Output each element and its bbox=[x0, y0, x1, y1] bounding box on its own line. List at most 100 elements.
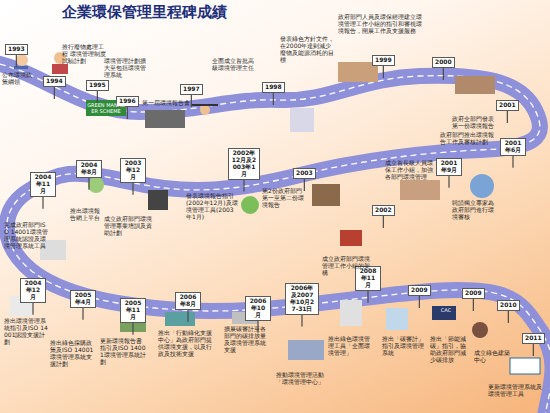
milestone-note: 政府部門推出環境報告工作及審核計劃 bbox=[440, 132, 496, 146]
milestone-note: 推出「行動綠化支援中心」為政府部門提供環境支援，以及行政及技術支援 bbox=[158, 330, 212, 358]
sign-pole bbox=[473, 299, 474, 311]
sign-pole bbox=[508, 311, 509, 323]
sign-pole bbox=[97, 91, 98, 103]
pictures bbox=[10, 52, 540, 374]
barbell bbox=[192, 104, 218, 106]
milestone-note: 發表環境報告指引(2002年12月)及環境管理工具(2003年1月) bbox=[186, 193, 238, 221]
milestone-date: 2004年12月 bbox=[23, 280, 43, 301]
sign-pole bbox=[88, 178, 89, 190]
milestone-date: 2006年8月 bbox=[178, 294, 198, 308]
milestone-note: 更新環境管理系統及環境管理工具 bbox=[488, 384, 544, 398]
milestone-note: 公布環境政策綱領 bbox=[2, 72, 36, 86]
sign-pole bbox=[42, 197, 43, 209]
milestone-date: 2009 bbox=[411, 287, 428, 294]
sign-pole bbox=[443, 68, 444, 80]
milestone-sign: 1997 bbox=[180, 84, 203, 95]
sign-pole bbox=[191, 95, 192, 107]
milestone-date: 2004年8月 bbox=[79, 162, 99, 176]
event-picture bbox=[288, 340, 324, 360]
milestone-note: 推出綠色環境管理工具「全面環境管理」 bbox=[328, 336, 374, 357]
milestone-date: 2001 bbox=[499, 102, 516, 109]
milestone-note: 推動環境管理活動「環境管理中心」 bbox=[276, 372, 332, 386]
sign-pole bbox=[243, 180, 244, 192]
milestone-sign: 2005年11月 bbox=[120, 298, 146, 323]
milestone-date: 2001年6月 bbox=[503, 140, 523, 154]
milestone-sign: 2006年8月 bbox=[175, 292, 201, 310]
audience-picture bbox=[145, 110, 185, 128]
milestone-sign: 1994 bbox=[43, 76, 66, 87]
milestone-note: 完成政府部門ISO 14001環境管理系統認證及環境管理系統工具 bbox=[4, 222, 50, 250]
milestone-note: GREEN MANAGER SCHEME bbox=[87, 103, 125, 115]
milestone-date: 2006年10月 bbox=[248, 298, 268, 319]
milestone-date: 2004年11月 bbox=[33, 174, 53, 195]
milestone-note: 政府全部門發表第一份環境報告 bbox=[452, 116, 496, 130]
milestone-note: 擴展碳審計至各部門的碳排放量及環境管理系統支援 bbox=[224, 326, 270, 354]
sign-pole bbox=[54, 87, 55, 99]
people-picture bbox=[455, 76, 495, 94]
milestone-sign: 2004年12月 bbox=[20, 278, 46, 303]
sign-pole bbox=[448, 176, 449, 188]
man-picture bbox=[290, 108, 314, 132]
milestone-note: 推出綠色採購政策及ISO 14001環境管理系統支援計劃 bbox=[50, 340, 96, 368]
milestone-sign: 2002年12月及2003年1月 bbox=[228, 148, 260, 180]
leaf-picture bbox=[241, 196, 259, 214]
milestone-date: 2010 bbox=[500, 302, 517, 309]
milestone-sign: 2000 bbox=[432, 57, 455, 68]
milestone-date: 2001年9月 bbox=[439, 160, 459, 174]
sign-pole bbox=[383, 66, 384, 78]
milestone-note: CAC bbox=[436, 308, 456, 314]
milestone-sign: 2002 bbox=[372, 205, 395, 216]
sign-pole bbox=[127, 107, 128, 119]
milestone-note: 全面成立首批高級環境管理主任 bbox=[212, 58, 256, 72]
sign-pole bbox=[132, 323, 133, 335]
cac-icon bbox=[432, 306, 456, 320]
sign-pole bbox=[132, 183, 133, 195]
milestone-sign: 2006年10月 bbox=[245, 296, 271, 321]
milestone-sign: 1993 bbox=[5, 44, 28, 55]
phone-picture bbox=[340, 230, 362, 246]
milestone-sign: 2009 bbox=[462, 288, 485, 299]
milestone-date: 2006年及2007年10月27-31日 bbox=[288, 285, 316, 313]
milestone-date: 1994 bbox=[46, 78, 63, 85]
speaker-picture bbox=[148, 190, 168, 210]
milestone-note: 推出「碳審計」指引及環境管理系統 bbox=[382, 336, 426, 357]
milestone-date: 1995 bbox=[89, 82, 106, 89]
sign-pole bbox=[82, 308, 83, 320]
milestone-date: 1997 bbox=[183, 86, 200, 93]
scheme-logo bbox=[86, 100, 126, 116]
sign-pole bbox=[304, 179, 305, 191]
milestone-sign: 2010 bbox=[497, 300, 520, 311]
milestone-date: 2002 bbox=[375, 207, 392, 214]
milestone-note: 推出「節能減碳」指引，協助政府部門減少碳排放 bbox=[430, 336, 470, 364]
milestone-date: 1999 bbox=[375, 57, 392, 64]
sign-pole bbox=[16, 55, 17, 67]
milestone-note: 推出環境報告網上平台 bbox=[70, 208, 102, 222]
milestone-note: 發表綠色方針文件，在2000年達到減少廢物及能源消耗的目標 bbox=[280, 36, 336, 64]
milestone-note: 第2份政府部門第一至第二份環境報告 bbox=[262, 188, 306, 209]
person-picture bbox=[472, 322, 488, 338]
road-marking bbox=[0, 62, 550, 413]
milestone-date: 2005年11月 bbox=[123, 300, 143, 321]
milestone-note: 成立綠色建築中心 bbox=[474, 350, 514, 364]
milestone-sign: 2004年8月 bbox=[76, 160, 102, 178]
milestone-date: 1998 bbox=[265, 84, 282, 91]
guide-picture bbox=[386, 308, 408, 330]
milestone-note: 成立政府部門環境管理工作小組的架構 bbox=[322, 256, 374, 277]
milestone-note: 推行廢物處理工程 環境管理制度試驗計劃 bbox=[62, 44, 108, 65]
title: 企業環保管理里程碑成績 bbox=[62, 3, 227, 22]
milestone-note: 成立首長級人員環保工作小組，加強各部門環境管理 bbox=[385, 160, 433, 181]
milestone-sign: 2011 bbox=[522, 333, 545, 344]
milestone-sign: 2009 bbox=[408, 285, 431, 296]
milestone-sign: 2006年及2007年10月27-31日 bbox=[285, 283, 319, 315]
sign-pole bbox=[419, 296, 420, 308]
sign-pole bbox=[187, 310, 188, 322]
milestone-date: 2003年12月 bbox=[123, 160, 143, 181]
milestone-note: 更新環境報告書指引及ISO 14001環境管理系統計劃 bbox=[100, 338, 146, 366]
milestone-note: 聘請獨立專家為政府部門進行環境審核 bbox=[452, 200, 496, 221]
sign-pole bbox=[507, 111, 508, 123]
milestone-date: 2009 bbox=[465, 290, 482, 297]
plant-picture bbox=[165, 312, 195, 326]
milestone-note: 政府部門人員及環保經理建立環境管理工作小組的指引和審視環境報告，開展工作及支援服… bbox=[338, 14, 422, 35]
globe-picture bbox=[470, 174, 494, 198]
sign-pole bbox=[32, 303, 33, 315]
